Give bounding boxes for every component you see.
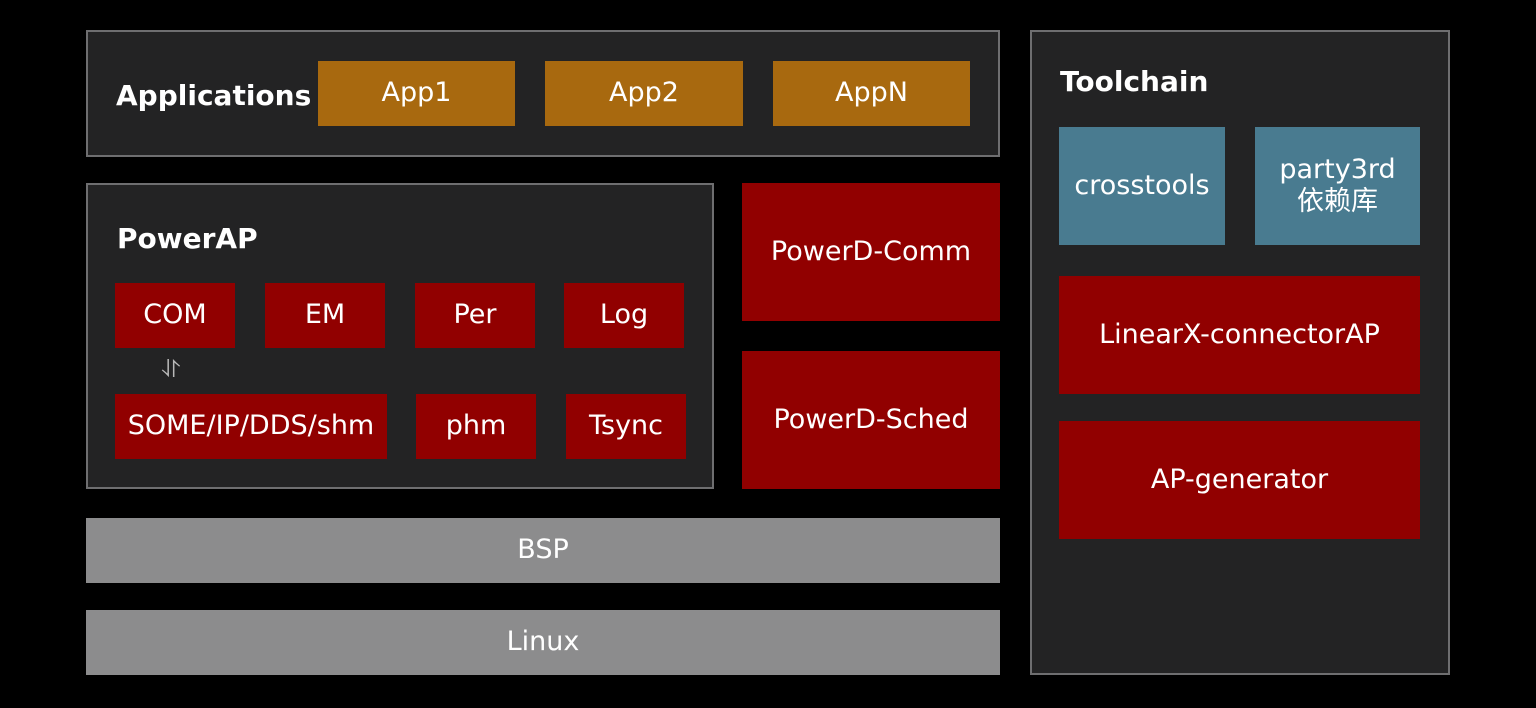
app2-box: App2 <box>545 61 743 126</box>
linux-layer: Linux <box>86 610 1000 675</box>
bsp-layer: BSP <box>86 518 1000 583</box>
powerap-title: PowerAP <box>117 222 258 255</box>
powerd-comm-box: PowerD-Comm <box>742 183 1000 321</box>
tsync-module: Tsync <box>566 394 686 459</box>
ap-generator-box: AP-generator <box>1059 421 1420 539</box>
powerd-sched-box: PowerD-Sched <box>742 351 1000 489</box>
crosstools-box: crosstools <box>1059 127 1225 245</box>
phm-module: phm <box>416 394 536 459</box>
per-module: Per <box>415 283 535 348</box>
transport-module: SOME/IP/DDS/shm <box>115 394 387 459</box>
linearx-connector-box: LinearX-connectorAP <box>1059 276 1420 394</box>
dependency-library-label: 依赖库 <box>1297 186 1378 217</box>
bidirectional-arrow-icon: ⥯ <box>162 355 180 383</box>
com-module: COM <box>115 283 235 348</box>
applications-title: Applications <box>116 79 312 112</box>
party3rd-box: party3rd 依赖库 <box>1255 127 1420 245</box>
toolchain-title: Toolchain <box>1060 65 1209 98</box>
log-module: Log <box>564 283 684 348</box>
appn-box: AppN <box>773 61 970 126</box>
party3rd-label: party3rd <box>1279 153 1396 185</box>
app1-box: App1 <box>318 61 515 126</box>
em-module: EM <box>265 283 385 348</box>
